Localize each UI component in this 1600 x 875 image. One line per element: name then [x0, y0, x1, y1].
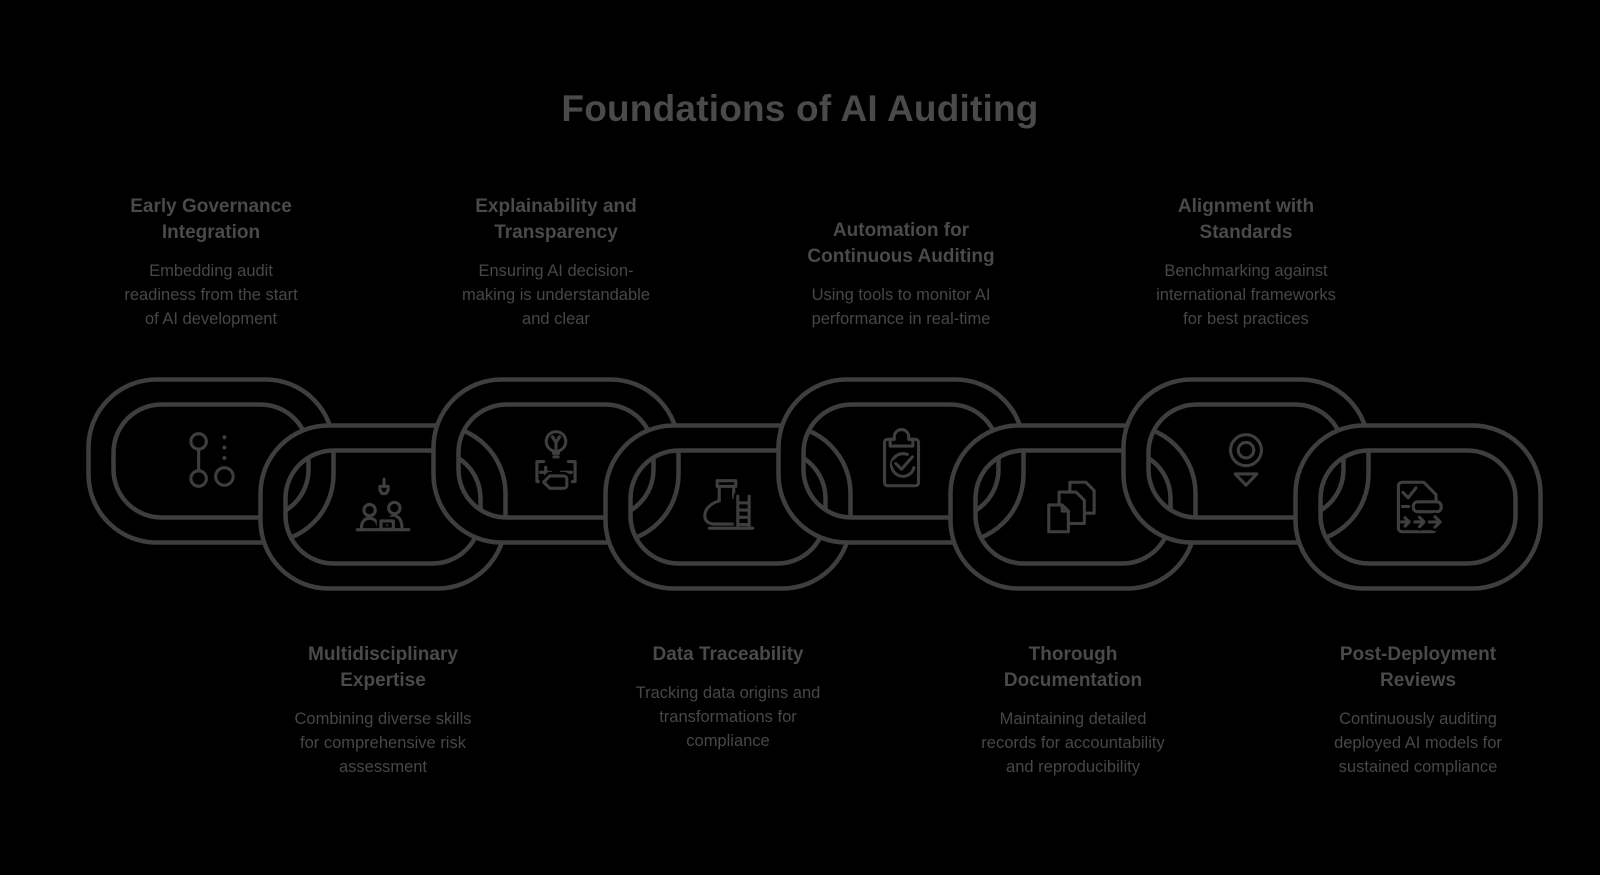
text-block-early-governance: Early Governance Integration Embedding a… — [71, 194, 351, 332]
integration-icon — [189, 432, 235, 488]
standards-icon — [1228, 433, 1264, 487]
text-block-multidisciplinary: Multidisciplinary Expertise Combining di… — [243, 642, 523, 780]
text-block-traceability: Data Traceability Tracking data origins … — [588, 642, 868, 754]
description-post-deployment: Continuously auditing deployed AI models… — [1334, 710, 1502, 777]
chain-link-automation — [776, 377, 1026, 545]
heading-automation: Automation for Continuous Auditing — [807, 219, 995, 267]
chain-link-standards — [1121, 377, 1371, 545]
chain-link-post-deployment — [1293, 423, 1543, 591]
chain-link-documentation — [948, 423, 1198, 591]
description-explainability: Ensuring AI decision- making is understa… — [461, 262, 651, 329]
heading-standards: Alignment with Standards — [1177, 195, 1315, 244]
text-block-standards: Alignment with Standards Benchmarking ag… — [1106, 194, 1386, 332]
heading-traceability: Data Traceability — [652, 644, 804, 665]
chain-link-early-governance — [86, 377, 336, 545]
description-early-governance: Embedding audit readiness from the start… — [124, 262, 298, 329]
text-block-post-deployment: Post-Deployment Reviews Continuously aud… — [1278, 642, 1558, 780]
heading-post-deployment: Post-Deployment Reviews — [1339, 644, 1497, 692]
description-multidisciplinary: Combining diverse skills for comprehensi… — [294, 710, 472, 777]
description-standards: Benchmarking against international frame… — [1156, 262, 1336, 329]
description-traceability: Tracking data origins and transformation… — [635, 684, 821, 751]
text-block-documentation: Thorough Documentation Maintaining detai… — [933, 642, 1213, 780]
chain-link-traceability — [603, 423, 853, 591]
heading-explainability: Explainability and Transparency — [475, 195, 637, 244]
chain-link-explainability — [431, 377, 681, 545]
explainability-icon — [535, 430, 577, 493]
automation-icon — [882, 428, 921, 488]
heading-documentation: Thorough Documentation — [1003, 644, 1143, 692]
heading-multidisciplinary: Multidisciplinary Expertise — [308, 644, 458, 692]
documentation-icon — [1047, 480, 1096, 534]
text-block-automation: Automation for Continuous Auditing Using… — [761, 218, 1041, 332]
text-block-explainability: Explainability and Transparency Ensuring… — [416, 194, 696, 332]
description-automation: Using tools to monitor AI performance in… — [811, 286, 991, 329]
page-title: Foundations of AI Auditing — [561, 88, 1039, 129]
heading-early-governance: Early Governance Integration — [130, 195, 292, 244]
chain-link-multidisciplinary — [258, 423, 508, 591]
team-icon — [355, 477, 411, 534]
description-documentation: Maintaining detailed records for account… — [981, 710, 1165, 777]
traceability-icon — [703, 479, 755, 531]
review-icon — [1396, 480, 1445, 534]
